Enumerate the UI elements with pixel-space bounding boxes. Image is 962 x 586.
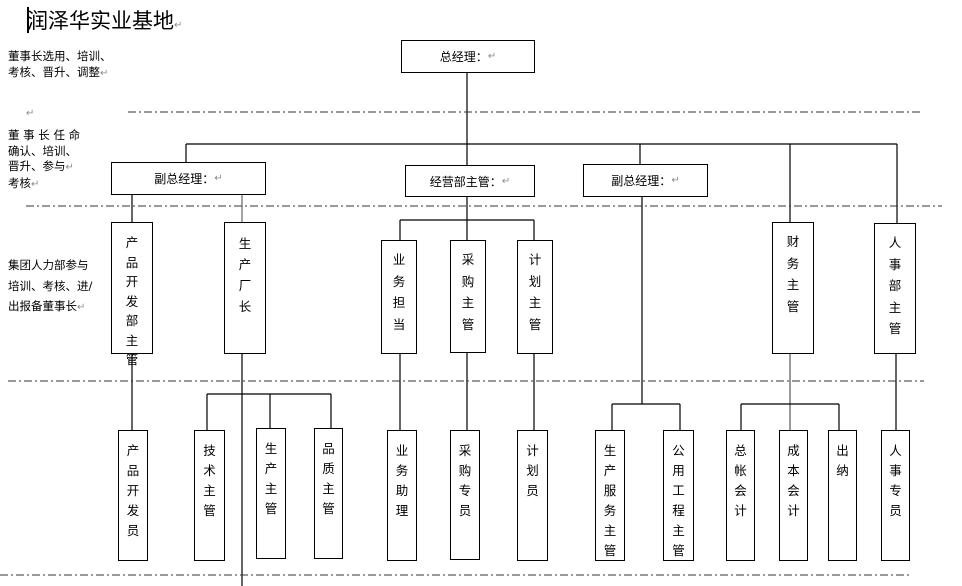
note-line: 董 事 长 任 命 [8, 128, 81, 142]
product-developer-label: 产品开发员 [126, 443, 140, 538]
quality-supervisor-box[interactable]: 品质主管 [314, 428, 343, 559]
general-accountant-label: 总帐会计 [734, 443, 747, 518]
product-dev-head-box[interactable]: 产品开发部主管 [111, 222, 153, 367]
note-level2: 董 事 长 任 命 确认、培训、 晋升、参与↵ 考核↵ [8, 128, 81, 190]
business-assistant-box[interactable]: 业务助理 [387, 430, 417, 561]
planning-head-box[interactable]: 计划主管 [517, 240, 553, 354]
planning-head-label: 计划主管 [528, 252, 542, 332]
note-line: 出报备董事长 [8, 299, 77, 313]
note-level1: 董事长选用、培训、 考核、晋升、调整↵ [8, 49, 112, 79]
vgm-left-label: 副总经理： [154, 172, 215, 186]
purchasing-head-box[interactable]: 采购主管 [450, 240, 486, 353]
ceo-label: 总经理： [439, 50, 488, 64]
business-lead-box[interactable]: 业务担当 [381, 240, 417, 354]
note-line: 考核 [8, 175, 31, 190]
production-supervisor-label: 生产主管 [264, 441, 278, 516]
cashier-box[interactable]: 出纳 [828, 430, 857, 561]
hr-head-box[interactable]: 人事部主管 [874, 223, 916, 354]
hr-specialist-box[interactable]: 人事专员 [881, 430, 910, 561]
cost-accountant-label: 成本会计 [787, 443, 800, 518]
vgm-right-label: 副总经理： [611, 174, 672, 188]
cost-accountant-box[interactable]: 成本会计 [779, 430, 808, 561]
note-line: 培训、考核、进/ [8, 278, 93, 293]
business-assistant-label: 业务助理 [395, 443, 409, 518]
factory-director-box[interactable]: 生产厂长 [224, 222, 266, 354]
tech-supervisor-box[interactable]: 技术主管 [194, 430, 225, 561]
note-line: 确认、培训、 [8, 143, 77, 158]
quality-supervisor-label: 品质主管 [322, 441, 335, 516]
vgm-right-box[interactable]: 副总经理：↵ [583, 164, 708, 197]
utilities-supervisor-label: 公用工程主管 [672, 443, 685, 558]
planner-box[interactable]: 计划员 [517, 430, 548, 561]
tech-supervisor-label: 技术主管 [203, 443, 216, 518]
finance-head-box[interactable]: 财务主管 [772, 222, 814, 354]
business-lead-label: 业务担当 [392, 252, 406, 332]
utilities-supervisor-box[interactable]: 公用工程主管 [663, 430, 694, 561]
finance-head-label: 财务主管 [786, 234, 800, 314]
production-supervisor-box[interactable]: 生产主管 [256, 428, 286, 559]
purchasing-specialist-box[interactable]: 采购专员 [450, 430, 480, 560]
factory-director-label: 生产厂长 [238, 236, 252, 314]
ceo-box[interactable]: 总经理：↵ [401, 40, 535, 73]
paragraph-mark: ↵ [26, 108, 35, 119]
note-line: 考核、晋升、调整 [8, 65, 100, 79]
purchasing-specialist-label: 采购专员 [458, 443, 472, 518]
note-line: 董事长选用、培训、 [8, 49, 112, 63]
production-service-supervisor-label: 生产服务主管 [603, 443, 617, 558]
product-dev-head-label: 产品开发部主管 [125, 235, 139, 367]
hr-head-label: 人事部主管 [888, 235, 902, 336]
note-level3: 集团人力部参与 培训、考核、进/ 出报备董事长↵ [8, 255, 92, 319]
cashier-label: 出纳 [836, 443, 849, 478]
production-service-supervisor-box[interactable]: 生产服务主管 [595, 430, 625, 561]
ops-head-label: 经营部主管： [429, 174, 502, 189]
ops-head-box[interactable]: 经营部主管：↵ [405, 165, 535, 197]
purchasing-head-label: 采购主管 [461, 252, 475, 332]
planner-label: 计划员 [526, 443, 539, 498]
document-title: 润泽华实业基地↵ [27, 9, 183, 33]
note-line: 集团人力部参与 [8, 258, 89, 272]
note-line: 晋升、参与 [8, 159, 66, 173]
vgm-left-box[interactable]: 副总经理：↵ [111, 162, 266, 195]
hr-specialist-label: 人事专员 [889, 443, 902, 518]
text-cursor [27, 7, 29, 33]
product-developer-box[interactable]: 产品开发员 [118, 430, 148, 561]
general-accountant-box[interactable]: 总帐会计 [726, 430, 755, 561]
